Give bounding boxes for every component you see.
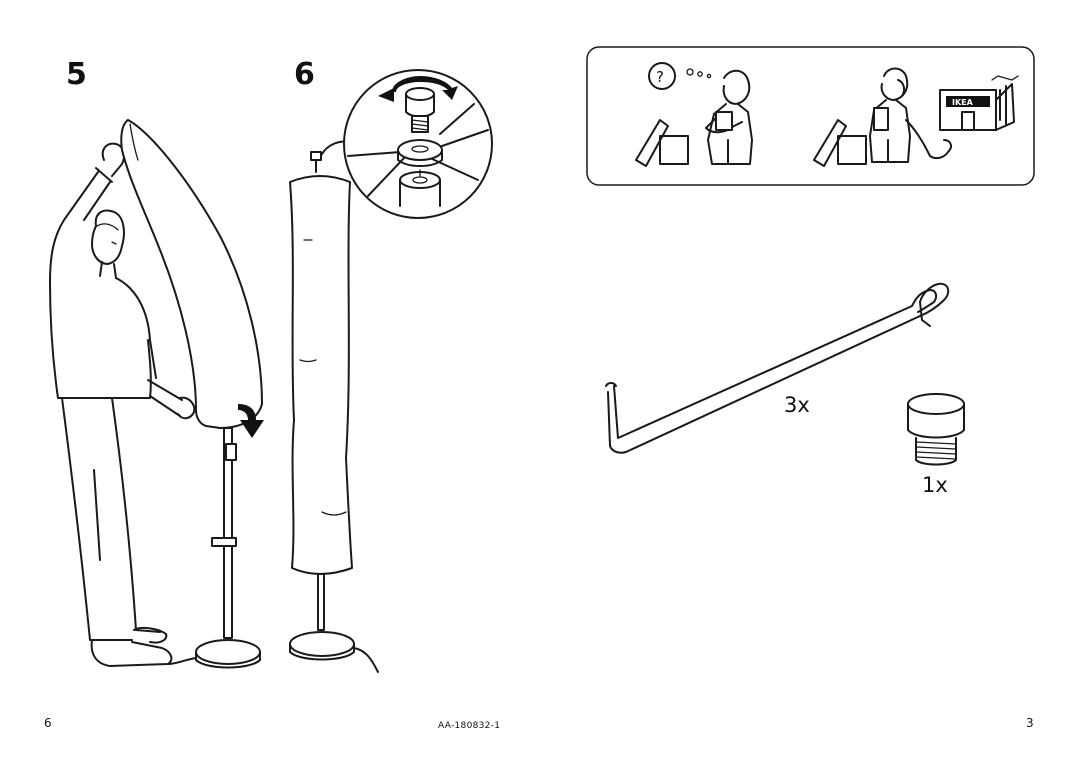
rod-quantity-label: 3x bbox=[784, 393, 810, 417]
step-number-5: 5 bbox=[66, 57, 87, 92]
help-panel: ? IKEA bbox=[586, 46, 1035, 186]
lamp-finished bbox=[289, 151, 379, 673]
cap-quantity-label: 1x bbox=[922, 473, 948, 497]
lamp-shade-being-pulled bbox=[120, 119, 263, 429]
page-number-right: 3 bbox=[1026, 716, 1034, 730]
store-logo-text: IKEA bbox=[952, 98, 974, 107]
page-number-left: 6 bbox=[44, 716, 52, 730]
person-figure bbox=[49, 142, 196, 667]
phone-store-icon: IKEA bbox=[813, 67, 1019, 167]
detail-callout bbox=[321, 69, 493, 219]
downward-arrow bbox=[238, 404, 264, 438]
confused-man-icon: ? bbox=[635, 62, 753, 167]
cap-screw-part bbox=[907, 393, 965, 466]
question-mark-text: ? bbox=[656, 68, 664, 86]
lamp-pole-step5 bbox=[167, 427, 261, 669]
step-number-6: 6 bbox=[294, 57, 315, 92]
document-code: AA-180832-1 bbox=[438, 721, 501, 731]
hook-rod-part bbox=[605, 282, 950, 454]
